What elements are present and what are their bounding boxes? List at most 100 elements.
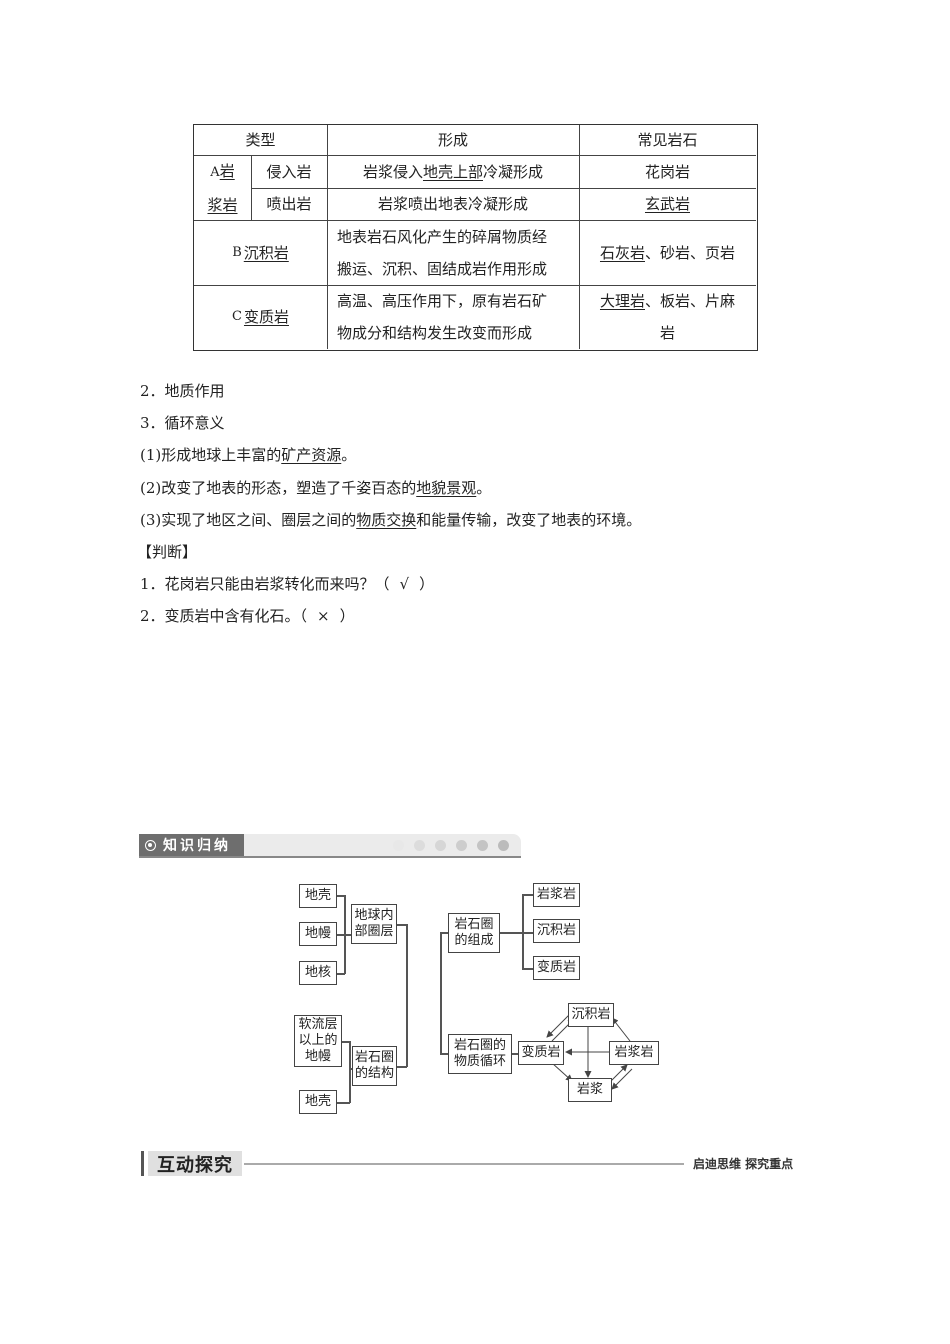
underlined-text: 玄武岩 — [644, 195, 690, 213]
text-line: 搬运、沉积、固结成岩作用形成 — [337, 259, 548, 278]
formation-intrusive: 岩浆侵入地壳上部冷凝形成 — [327, 155, 579, 188]
text-line: 物成分和结构发生改变而形成 — [337, 324, 533, 342]
connector — [337, 973, 345, 975]
connector — [522, 894, 533, 896]
igneous-label-part1: 岩 — [219, 161, 235, 180]
cycle-node-metamorphic: 变质岩 — [518, 1041, 564, 1065]
text: ） — [339, 607, 355, 625]
connector — [440, 932, 442, 1054]
dot-icon — [414, 840, 425, 851]
judge-title: 【判断】 — [137, 543, 198, 561]
box-mantle: 地幔 — [299, 922, 337, 946]
box-crust-2: 地壳 — [299, 1090, 337, 1114]
table-rule — [194, 155, 756, 156]
box-lithosphere-cycle: 岩石圈的物质循环 — [448, 1034, 512, 1074]
section-geologic-action: 2．地质作用 — [140, 382, 225, 400]
table-rule — [327, 125, 328, 349]
text: 和能量传输，改变了地表的环境。 — [416, 511, 642, 529]
text: (2)改变了地表的形态，塑造了千姿百态的 — [140, 479, 417, 497]
subtype-intrusive: 侵入岩 — [266, 162, 312, 181]
section-cycle-significance: 3．循环意义 — [140, 414, 225, 432]
rock-types-table: 类型 形成 常见岩石 A岩 浆岩 侵入岩 岩浆侵入地壳上部冷凝形成 花岗岩 喷出… — [193, 124, 758, 351]
text: ） — [419, 575, 435, 593]
dot-icon — [456, 840, 467, 851]
underlined-text: 沉积岩 — [243, 243, 289, 262]
underlined-text: 变质岩 — [243, 308, 289, 326]
cycle-node-magma: 岩浆 — [568, 1078, 612, 1102]
underlined-text: 地貌景观 — [416, 479, 477, 497]
formation-metamorphic: 高温、高压作用下，原有岩石矿 物成分和结构发生改变而形成 — [327, 285, 579, 349]
connector — [397, 1066, 407, 1068]
header-common-rocks: 常见岩石 — [637, 131, 698, 149]
table-rule — [194, 220, 756, 221]
header-formation: 形成 — [437, 131, 468, 149]
connector — [337, 1102, 350, 1104]
dot-icon — [498, 840, 509, 851]
connector — [397, 924, 407, 926]
subtype-extrusive: 喷出岩 — [266, 195, 312, 213]
dot-icon — [477, 840, 488, 851]
significance-item-1: (1)形成地球上丰富的矿产资源。 — [140, 444, 356, 465]
box-lithosphere-composition: 岩石圈的组成 — [448, 913, 500, 953]
formation-sedimentary: 地表岩石风化产生的碎屑物质经 搬运、沉积、固结成岩作用形成 — [327, 220, 579, 285]
igneous-label-part2: 浆岩 — [207, 195, 238, 214]
question: 2．变质岩中含有化石。（ — [140, 607, 308, 625]
text-line: 地表岩石风化产生的碎屑物质经 — [337, 227, 548, 246]
judge-item-2: 2．变质岩中含有化石。（ × ） — [140, 605, 355, 626]
box-igneous: 岩浆岩 — [533, 883, 580, 907]
question: 1．花岗岩只能由岩浆转化而来吗？（ — [140, 575, 390, 593]
significance-item-3: (3)实现了地区之间、圈层之间的物质交换和能量传输，改变了地表的环境。 — [140, 509, 641, 530]
connector — [349, 1041, 351, 1103]
connector — [406, 924, 408, 1067]
connector — [522, 968, 533, 970]
text: 、砂岩、页岩 — [645, 243, 736, 262]
dot-icon — [393, 840, 404, 851]
text: 冷凝形成 — [483, 162, 544, 181]
text: 岩浆侵入 — [362, 162, 423, 181]
connector — [337, 895, 345, 897]
underlined-text: 地壳上部 — [422, 162, 483, 181]
judge-item-1: 1．花岗岩只能由岩浆转化而来吗？（√） — [140, 573, 434, 594]
radio-icon — [145, 839, 156, 851]
box-label: 岩石圈的组成 — [454, 917, 494, 948]
box-core: 地核 — [299, 961, 337, 985]
box-lithosphere-structure: 岩石圈的结构 — [352, 1046, 397, 1086]
prefix: A — [210, 164, 220, 180]
banner-label: 知识归纳 — [139, 834, 244, 856]
banner-title: 知识归纳 — [163, 838, 231, 854]
table-rule — [194, 285, 756, 286]
table-rule — [251, 155, 252, 220]
rocks-sedimentary: 石灰岩、砂岩、页岩 — [579, 220, 756, 285]
connector — [344, 895, 346, 974]
table-rule — [251, 188, 756, 189]
text: 。 — [476, 479, 492, 497]
text: (1)形成地球上丰富的 — [140, 446, 282, 464]
formation-extrusive: 岩浆喷出地表冷凝形成 — [377, 195, 528, 213]
answer-cross: × — [317, 607, 330, 625]
heading-accent-bar — [141, 1151, 144, 1176]
underlined-text: 矿产资源 — [281, 446, 342, 464]
connector — [342, 1041, 350, 1043]
underlined-text: 大理岩 — [599, 292, 645, 310]
prefix: B — [232, 244, 242, 260]
box-label: 软流层以上的地幔 — [298, 1017, 338, 1064]
table-rule — [579, 125, 580, 349]
heading-interactive-exploration: 互动探究 — [148, 1151, 242, 1176]
underlined-text: 物质交换 — [356, 511, 417, 529]
text-line: 岩 — [659, 324, 675, 342]
rock-cycle-arrows — [546, 1014, 633, 1090]
text-line: 高温、高压作用下，原有岩石矿 — [337, 292, 548, 310]
box-label: 地球内部圈层 — [354, 908, 394, 939]
box-sedimentary: 沉积岩 — [533, 919, 580, 943]
box-crust: 地壳 — [299, 884, 337, 908]
heading-subtitle: 启迪思维 探究重点 — [693, 1157, 794, 1171]
rocks-extrusive: 玄武岩 — [579, 188, 756, 220]
text: (3)实现了地区之间、圈层之间的 — [140, 511, 357, 529]
header-type: 类型 — [245, 131, 276, 149]
connector — [522, 894, 524, 969]
dot-icon — [435, 840, 446, 851]
underlined-text: 石灰岩 — [599, 243, 645, 262]
rocks-intrusive: 花岗岩 — [644, 162, 690, 181]
